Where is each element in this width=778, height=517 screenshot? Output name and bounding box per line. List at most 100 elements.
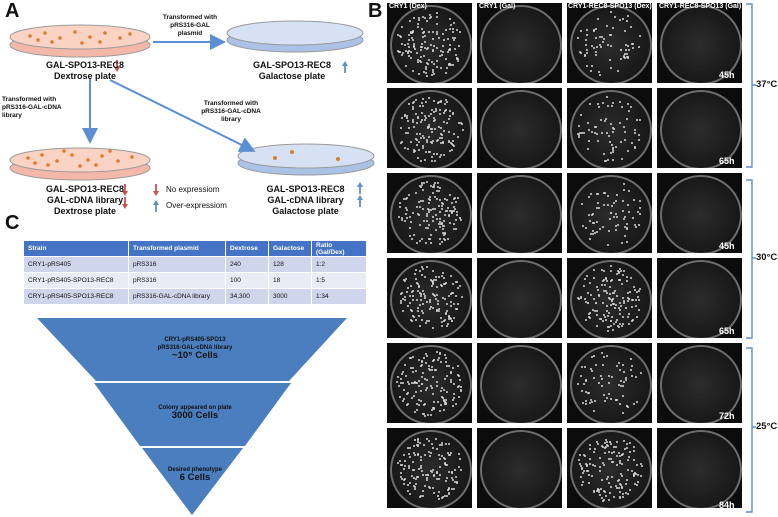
colony-dot — [580, 467, 583, 470]
colony-dot — [602, 153, 605, 156]
table-header: Galactose — [268, 241, 312, 257]
colony-dot — [612, 149, 615, 152]
colony-dot — [617, 279, 620, 282]
colony-dot — [410, 309, 413, 312]
colony-dot — [454, 476, 457, 479]
colony-dot — [406, 116, 409, 119]
colony-dot — [623, 30, 626, 33]
colony-dot — [439, 361, 442, 364]
colony-dot — [449, 47, 452, 50]
colony-dot — [443, 213, 446, 216]
colony-dot — [411, 460, 414, 463]
colony-dot — [439, 101, 442, 104]
colony-dot — [427, 485, 430, 488]
colony-dot — [602, 191, 605, 194]
colony-dot — [432, 283, 435, 286]
colony-dot — [591, 131, 594, 134]
colony-dot — [411, 314, 414, 317]
colony-dot — [592, 490, 595, 493]
colony-dot — [612, 329, 615, 332]
colony-dot — [451, 404, 454, 407]
colony-dot — [420, 292, 423, 295]
colony-dots — [387, 343, 472, 423]
colony-dot — [413, 150, 416, 153]
colony-dot — [412, 39, 415, 41]
colony-dot — [441, 136, 444, 139]
colony-dot — [607, 158, 610, 161]
colony-dot — [631, 216, 634, 219]
colony-dot — [400, 377, 403, 380]
panel-a-diagram — [9, 20, 375, 212]
colony-dot — [424, 276, 427, 279]
colony-dot — [591, 400, 594, 403]
legend-up-arrow-icon — [153, 200, 159, 212]
colony-dot — [419, 200, 422, 203]
colony-dot — [594, 448, 597, 451]
colony-dot — [431, 469, 434, 472]
colony-dot — [445, 390, 448, 393]
plate-photo — [477, 258, 562, 338]
bracket-30c — [746, 179, 756, 339]
colony-dot — [401, 216, 404, 219]
colony-dot — [416, 441, 419, 444]
colony-dot — [450, 211, 453, 214]
colony-dot — [445, 66, 448, 69]
colony-dot — [605, 305, 608, 308]
colony-dot — [626, 228, 629, 231]
colony-dot — [456, 365, 459, 368]
colony-dot — [425, 139, 428, 142]
colony-dot — [627, 298, 630, 301]
colony-dot — [439, 155, 442, 158]
colony-dot — [421, 238, 424, 241]
colony-dot — [617, 452, 620, 455]
temperature-label: 37°C — [756, 79, 778, 90]
colony-dot — [446, 238, 449, 241]
colony-dot — [627, 323, 630, 326]
colony-dot — [610, 298, 613, 301]
colony-dot — [634, 132, 637, 135]
colony-dot — [413, 451, 416, 454]
colony-dot — [454, 207, 457, 210]
colony-dot — [426, 62, 429, 65]
table-header: Dextrose — [225, 241, 269, 257]
colony-dot — [450, 304, 453, 307]
time-label: 65h — [719, 156, 735, 166]
colony-dot — [449, 318, 452, 321]
colony-dot — [444, 233, 447, 236]
colony-dot — [458, 217, 461, 220]
colony-dot — [399, 51, 402, 54]
colony-dot — [424, 65, 427, 68]
colony-dot — [445, 209, 448, 212]
colony-dot — [604, 446, 607, 449]
colony-dot — [436, 140, 439, 143]
colony-dot — [610, 269, 613, 272]
colony-dot — [618, 496, 621, 499]
colony-dot — [579, 454, 582, 457]
colony-dot — [627, 468, 630, 471]
plate-photo — [657, 258, 742, 338]
table-cell: 1:2 — [311, 256, 367, 273]
colony-dot — [617, 480, 620, 483]
colony-dot — [448, 130, 451, 133]
colony-dot — [420, 120, 423, 123]
colony-dot — [441, 224, 444, 227]
colony-dot — [426, 180, 429, 183]
colony-dot — [398, 202, 401, 205]
colony-dot — [588, 481, 591, 484]
colony-dot — [623, 225, 626, 228]
colony-dot — [412, 100, 415, 103]
colony-dot — [420, 466, 423, 469]
colony-dot — [423, 484, 426, 487]
colony-dot — [435, 384, 438, 387]
colony-dot — [614, 320, 617, 323]
arrow-diagonal-label: Transformed with pRS316-GAL-cDNA library — [201, 100, 261, 123]
colony-dot — [403, 113, 406, 116]
colony-dot — [430, 306, 433, 309]
colony-dot — [397, 375, 400, 378]
colony-dot — [413, 395, 416, 398]
colony-dot — [434, 369, 437, 372]
table-row: CRY1-pRS405 pRS316 240 128 1:2 — [24, 256, 367, 273]
colony-dot — [582, 131, 585, 134]
colony-dot — [412, 469, 415, 472]
colony-dot — [631, 43, 634, 45]
